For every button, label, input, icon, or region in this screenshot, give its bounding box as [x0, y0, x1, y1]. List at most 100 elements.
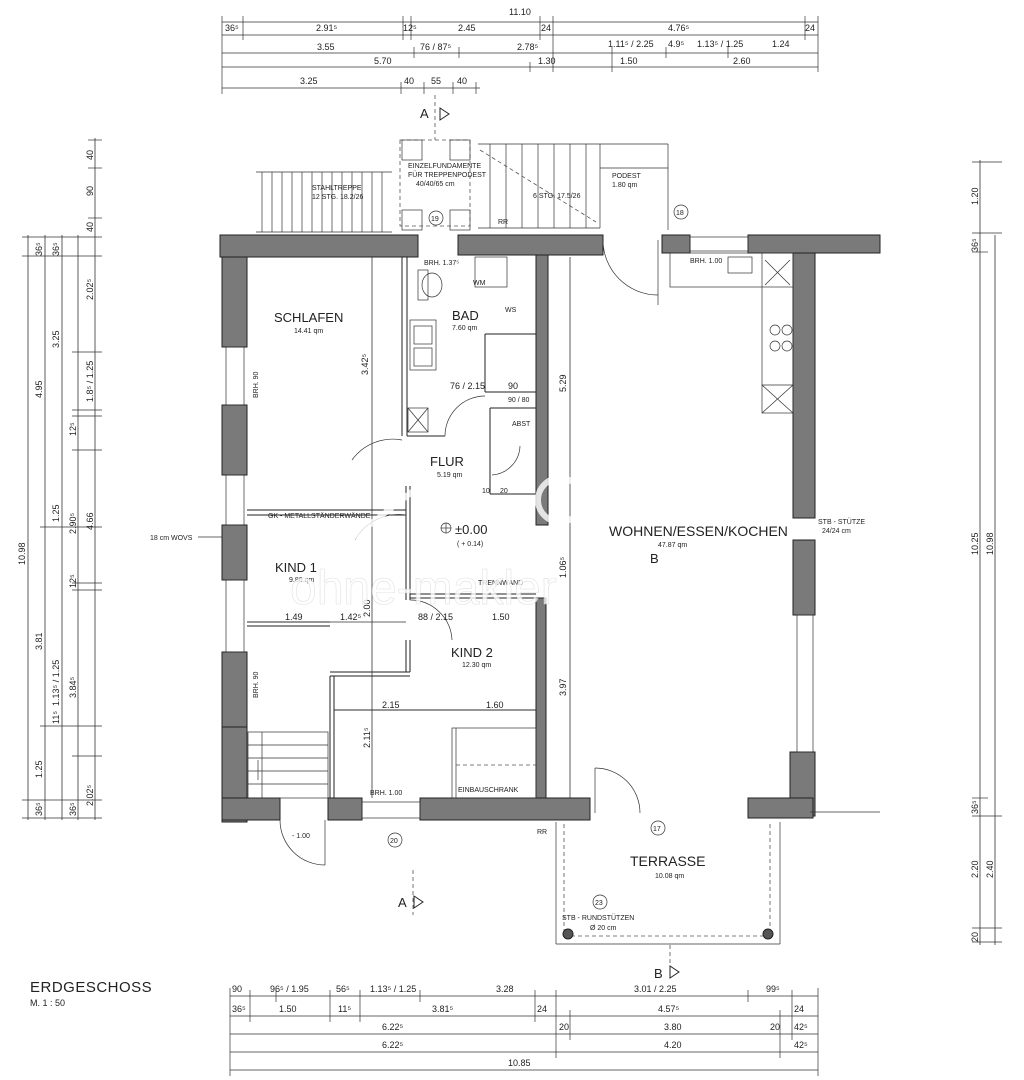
- brh-100-kind: BRH. 1.00: [370, 790, 402, 797]
- dim-right-240: 2.40: [985, 860, 995, 878]
- section-a-bottom-label: A: [398, 895, 407, 910]
- dim-top-r1-2: 12⁵: [403, 23, 417, 33]
- dim-kind1-w2: 1.42⁵: [340, 612, 362, 622]
- dim-top-r2-1: 76 / 87⁵: [420, 42, 452, 52]
- dim-kind1-h: 2.00: [362, 599, 372, 617]
- podest-label: PODEST: [612, 173, 642, 180]
- rr-bottom: RR: [537, 829, 547, 836]
- dim-flur-w2: 20: [500, 488, 508, 495]
- marker-18: 18: [676, 210, 684, 217]
- dim-bot-r1-6: 99⁵: [766, 984, 780, 994]
- minus-100: - 1.00: [292, 833, 310, 840]
- dim-bot-r3-1: 20: [559, 1022, 569, 1032]
- dim-left-365c: 36⁵: [68, 802, 78, 816]
- right-dimension-chains: 1.20 36⁵ 10.25 10.98 36⁵ 2.20 2.40 20: [970, 160, 1002, 945]
- wm-label: WM: [473, 280, 486, 287]
- dim-right-1025: 10.25: [970, 532, 980, 555]
- dim-left-2025a: 2.02⁵: [85, 278, 95, 300]
- dim-bot-r1-5: 3.01 / 2.25: [634, 984, 677, 994]
- room-bad-area: 7.60 qm: [452, 325, 477, 332]
- dim-left-b-125: 1.25: [51, 504, 61, 522]
- dim-bot-r2-3: 3.81⁵: [432, 1004, 454, 1014]
- dim-bot-r1-2: 56⁵: [336, 984, 350, 994]
- dim-top-r1-6: 24: [805, 23, 815, 33]
- dim-top-r2-3: 1.11⁵ / 2.25: [608, 39, 654, 49]
- dim-kind1-w1: 1.49: [285, 612, 303, 622]
- plan-title: ERDGESCHOSS: [30, 979, 152, 996]
- dim-left-2025b: 2.02⁵: [85, 784, 95, 806]
- room-flur-area: 5.19 qm: [437, 472, 462, 479]
- dim-bot-r3-0: 6.22⁵: [382, 1022, 404, 1032]
- dim-left-365b: 36⁵: [51, 242, 61, 256]
- room-flur-name: FLUR: [430, 454, 464, 469]
- podest-height: 1.80 qm: [612, 182, 637, 189]
- einbauschrank-label: EINBAUSCHRANK: [458, 787, 519, 794]
- dim-bot-r2-4: 24: [537, 1004, 547, 1014]
- trennwand-label: TRENNWAND: [478, 580, 523, 587]
- dim-top-r1-4: 24: [541, 23, 551, 33]
- dim-bot-r4-1: 4.20: [664, 1040, 682, 1050]
- watermark: ohne-makler: [290, 471, 609, 615]
- dim-top-r4-0: 3.25: [300, 76, 318, 86]
- dim-top-r4-2: 55: [431, 76, 441, 86]
- dim-top-r1-0: 36⁵: [225, 23, 239, 33]
- treppenpodest-label: FÜR TREPPENPODEST: [408, 171, 487, 179]
- dim-top-r2-5: 1.13⁵ / 1.25: [697, 39, 743, 49]
- dim-bot-r2-5: 4.57⁵: [658, 1004, 680, 1014]
- level-marker: ±0.00 ( + 0.14): [440, 522, 487, 548]
- stb-stuetze-label: STB - STÜTZE: [818, 518, 865, 526]
- annotations: BRH. 1.37⁵ BRH. 1.00 BRH. 1.00 BRH. 90 B…: [150, 258, 865, 797]
- dim-schlafen-h: 3.42⁵: [360, 353, 370, 375]
- rundstuetzen-size: Ø 20 cm: [590, 925, 617, 932]
- marker-17: 17: [653, 826, 661, 833]
- dim-kind2-w3: 1.60: [486, 700, 504, 710]
- room-kind2-area: 12.30 qm: [462, 662, 491, 669]
- watermark-text: ohne-makler: [290, 562, 557, 615]
- marker-23: 23: [595, 900, 603, 907]
- dim-top-r4-3: 40: [457, 76, 467, 86]
- room-labels: SCHLAFEN 14.41 qm BAD 7.60 qm FLUR 5.19 …: [274, 308, 788, 880]
- dim-wohnen-h2: 1.06⁵: [558, 556, 568, 578]
- entrance-stairs: STAHLTREPPE 12 STG. 18.2/26 EINZELFUNDAM…: [256, 139, 689, 233]
- dim-kind2-door: 88 / 2.15: [418, 612, 453, 622]
- rr-top: RR: [498, 219, 508, 226]
- dim-bot-r2-0: 36⁵: [232, 1004, 246, 1014]
- dim-bot-r3-3: 20: [770, 1022, 780, 1032]
- dim-top-r1-3: 2.45: [458, 23, 476, 33]
- abst-label: ABST: [512, 421, 531, 428]
- dim-bot-r3-2: 3.80: [664, 1022, 682, 1032]
- dim-bot-r4-0: 6.22⁵: [382, 1040, 404, 1050]
- dim-left-125a: 12⁵: [68, 422, 78, 436]
- dim-left-325: 3.25: [51, 330, 61, 348]
- level-sub: ( + 0.14): [457, 541, 483, 548]
- dim-right-1098: 10.98: [985, 532, 995, 555]
- dim-bot-r1-4: 3.28: [496, 984, 514, 994]
- room-kind1-area: 9.86 qm: [289, 577, 314, 584]
- stahltreppe-spec: 12 STG. 18.2/26: [312, 194, 363, 201]
- dim-top-r2-0: 3.55: [317, 42, 335, 52]
- section-marker-a-top: A: [420, 95, 450, 140]
- dim-top-r3-3: 2.60: [733, 56, 751, 66]
- dim-left-466: 4.66: [85, 512, 95, 530]
- dim-left-115: 11⁵: [51, 711, 61, 724]
- section-b-mid-label: B: [650, 551, 659, 566]
- room-schlafen-area: 14.41 qm: [294, 328, 323, 335]
- dim-right-220: 2.20: [970, 860, 980, 878]
- brh-90-b: BRH. 90: [253, 671, 260, 698]
- dim-bot-r2-2: 11⁵: [338, 1004, 351, 1014]
- door-swings: [279, 239, 659, 866]
- dim-left-2905: 2.90⁵: [68, 512, 78, 534]
- dim-right-365a: 36⁵: [970, 238, 980, 252]
- dim-top-r3-2: 1.50: [620, 56, 638, 66]
- dim-left-3845: 3.84⁵: [68, 676, 78, 698]
- rundstuetzen-label: STB - RUNDSTÜTZEN: [562, 914, 634, 922]
- dim-bot-total: 10.85: [508, 1058, 531, 1068]
- inner-dimensions: 3.42⁵ 5.29 1.06⁵ 3.97 1.49 1.42⁵ 2.00 88…: [247, 257, 571, 798]
- dim-top-r2-6: 1.24: [772, 39, 790, 49]
- dim-wohnen-h1: 5.29: [558, 374, 568, 392]
- dim-left-40a: 40: [85, 150, 95, 160]
- dim-top-r3-0: 5.70: [374, 56, 392, 66]
- dim-bot-r1-1: 96⁵ / 1.95: [270, 984, 309, 994]
- stahltreppe-label: STAHLTREPPE: [312, 185, 362, 192]
